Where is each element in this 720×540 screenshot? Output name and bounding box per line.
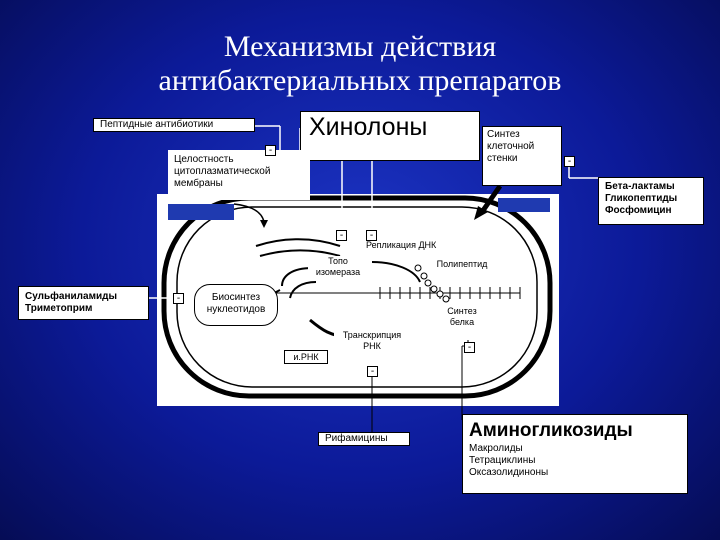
mrna-label: и.РНК: [284, 350, 328, 364]
dna-strand-2: [259, 249, 341, 257]
dna-arc-3: [371, 261, 421, 283]
beta-lactams-box: Бета-лактамы Гликопептиды Фосфомицин: [598, 177, 704, 225]
membrane-arrow: [233, 203, 265, 223]
inhibition-sign: -: [173, 293, 184, 304]
peptide-antibiotics-box: Пептидные антибиотики: [93, 118, 255, 132]
membrane-accent-bar: [168, 204, 234, 220]
dna-strand-1: [255, 238, 341, 247]
cell-wall-arrow: [479, 184, 503, 214]
rifamycins-box: Рифамицины: [318, 432, 410, 446]
cell-wall-outer: [161, 195, 553, 399]
polypeptide-bead: [442, 295, 450, 303]
polypeptide-bead: [430, 285, 438, 293]
inhibition-sign: -: [336, 230, 347, 241]
polypeptide-bead: [420, 272, 428, 280]
polypeptide-beads: [414, 264, 450, 303]
inhibition-sign: -: [564, 156, 575, 167]
inhibition-sign: -: [366, 230, 377, 241]
dna-arc-2: [289, 281, 317, 299]
inhibition-sign: -: [464, 342, 475, 353]
polypeptide-bead: [424, 279, 432, 287]
transcription-label: Транскрипция РНК: [334, 330, 410, 352]
title-line-1: Механизмы действия: [223, 30, 497, 63]
aminoglycosides-box: Аминогликозиды Макролиды Тетрациклины Ок…: [462, 414, 688, 494]
topoisomerase-label: Топо изомераза: [308, 256, 368, 278]
cell-wall-synthesis-box: Синтез клеточной стенки: [482, 126, 562, 186]
sulfonamides-box: Сульфаниламиды Триметоприм: [18, 286, 149, 320]
polypeptide-label: Полипептид: [430, 259, 494, 270]
mrna-ticks: [379, 287, 521, 299]
quinolones-box: Хинолоны: [300, 111, 480, 161]
protein-synthesis-label: Синтез белка: [440, 306, 484, 328]
wall-accent-bar: [498, 198, 550, 212]
inhibition-sign: -: [367, 366, 378, 377]
dna-arc-1: [281, 267, 313, 287]
membrane-integrity-box: Целостность цитоплазматической мембраны: [168, 150, 310, 200]
dna-replication-label: Репликация ДНК: [366, 240, 452, 251]
title-line-2: антибактериальных препаратов: [158, 64, 562, 97]
nucleotide-biosynthesis-box: Биосинтез нуклеотидов: [194, 284, 278, 326]
polypeptide-bead: [436, 290, 444, 298]
inhibition-sign: -: [265, 145, 276, 156]
polypeptide-bead: [414, 264, 422, 272]
